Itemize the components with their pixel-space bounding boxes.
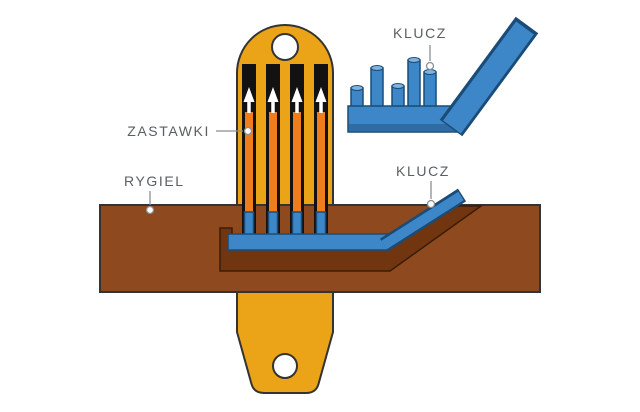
lever xyxy=(293,112,301,216)
lever xyxy=(317,112,325,216)
key-base-shadow xyxy=(349,124,461,131)
up-arrow-icon xyxy=(243,87,255,113)
label-klucz-top: KLUCZ xyxy=(393,25,447,41)
key-peg xyxy=(423,69,437,111)
leader-dot xyxy=(243,126,253,136)
lock-body-top-hole xyxy=(271,33,299,61)
label-zastawki: ZASTAWKI xyxy=(127,123,210,139)
key-bit-bar xyxy=(227,233,391,251)
key-shaft xyxy=(443,21,534,134)
annotation-zastawki: ZASTAWKI xyxy=(127,123,253,139)
leader-dot xyxy=(425,61,435,71)
lock-body-bottom-hole xyxy=(272,353,298,379)
annotation-rygiel: RYGIEL xyxy=(124,173,185,215)
inserted-key-shaft xyxy=(381,191,464,250)
up-arrow-icon xyxy=(315,87,327,113)
key-peg xyxy=(350,85,364,111)
lever xyxy=(245,112,253,216)
leader-dot xyxy=(145,205,155,215)
leader-dot xyxy=(426,199,436,209)
key-illustration xyxy=(347,16,539,137)
lever-motion-arrows xyxy=(243,87,327,113)
annotations: ZASTAWKI RYGIEL KLUCZ KLUCZ xyxy=(124,25,450,215)
annotation-klucz-inserted: KLUCZ xyxy=(396,163,450,209)
lever xyxy=(269,112,277,216)
up-arrow-icon xyxy=(267,87,279,113)
label-rygiel: RYGIEL xyxy=(124,173,185,189)
inserted-key xyxy=(227,188,467,252)
annotation-klucz-top: KLUCZ xyxy=(393,25,447,71)
key-peg xyxy=(391,83,405,111)
label-klucz-inserted: KLUCZ xyxy=(396,163,450,179)
levers xyxy=(245,112,325,216)
key-peg xyxy=(370,65,384,111)
up-arrow-icon xyxy=(291,87,303,113)
key-peg xyxy=(407,57,421,111)
